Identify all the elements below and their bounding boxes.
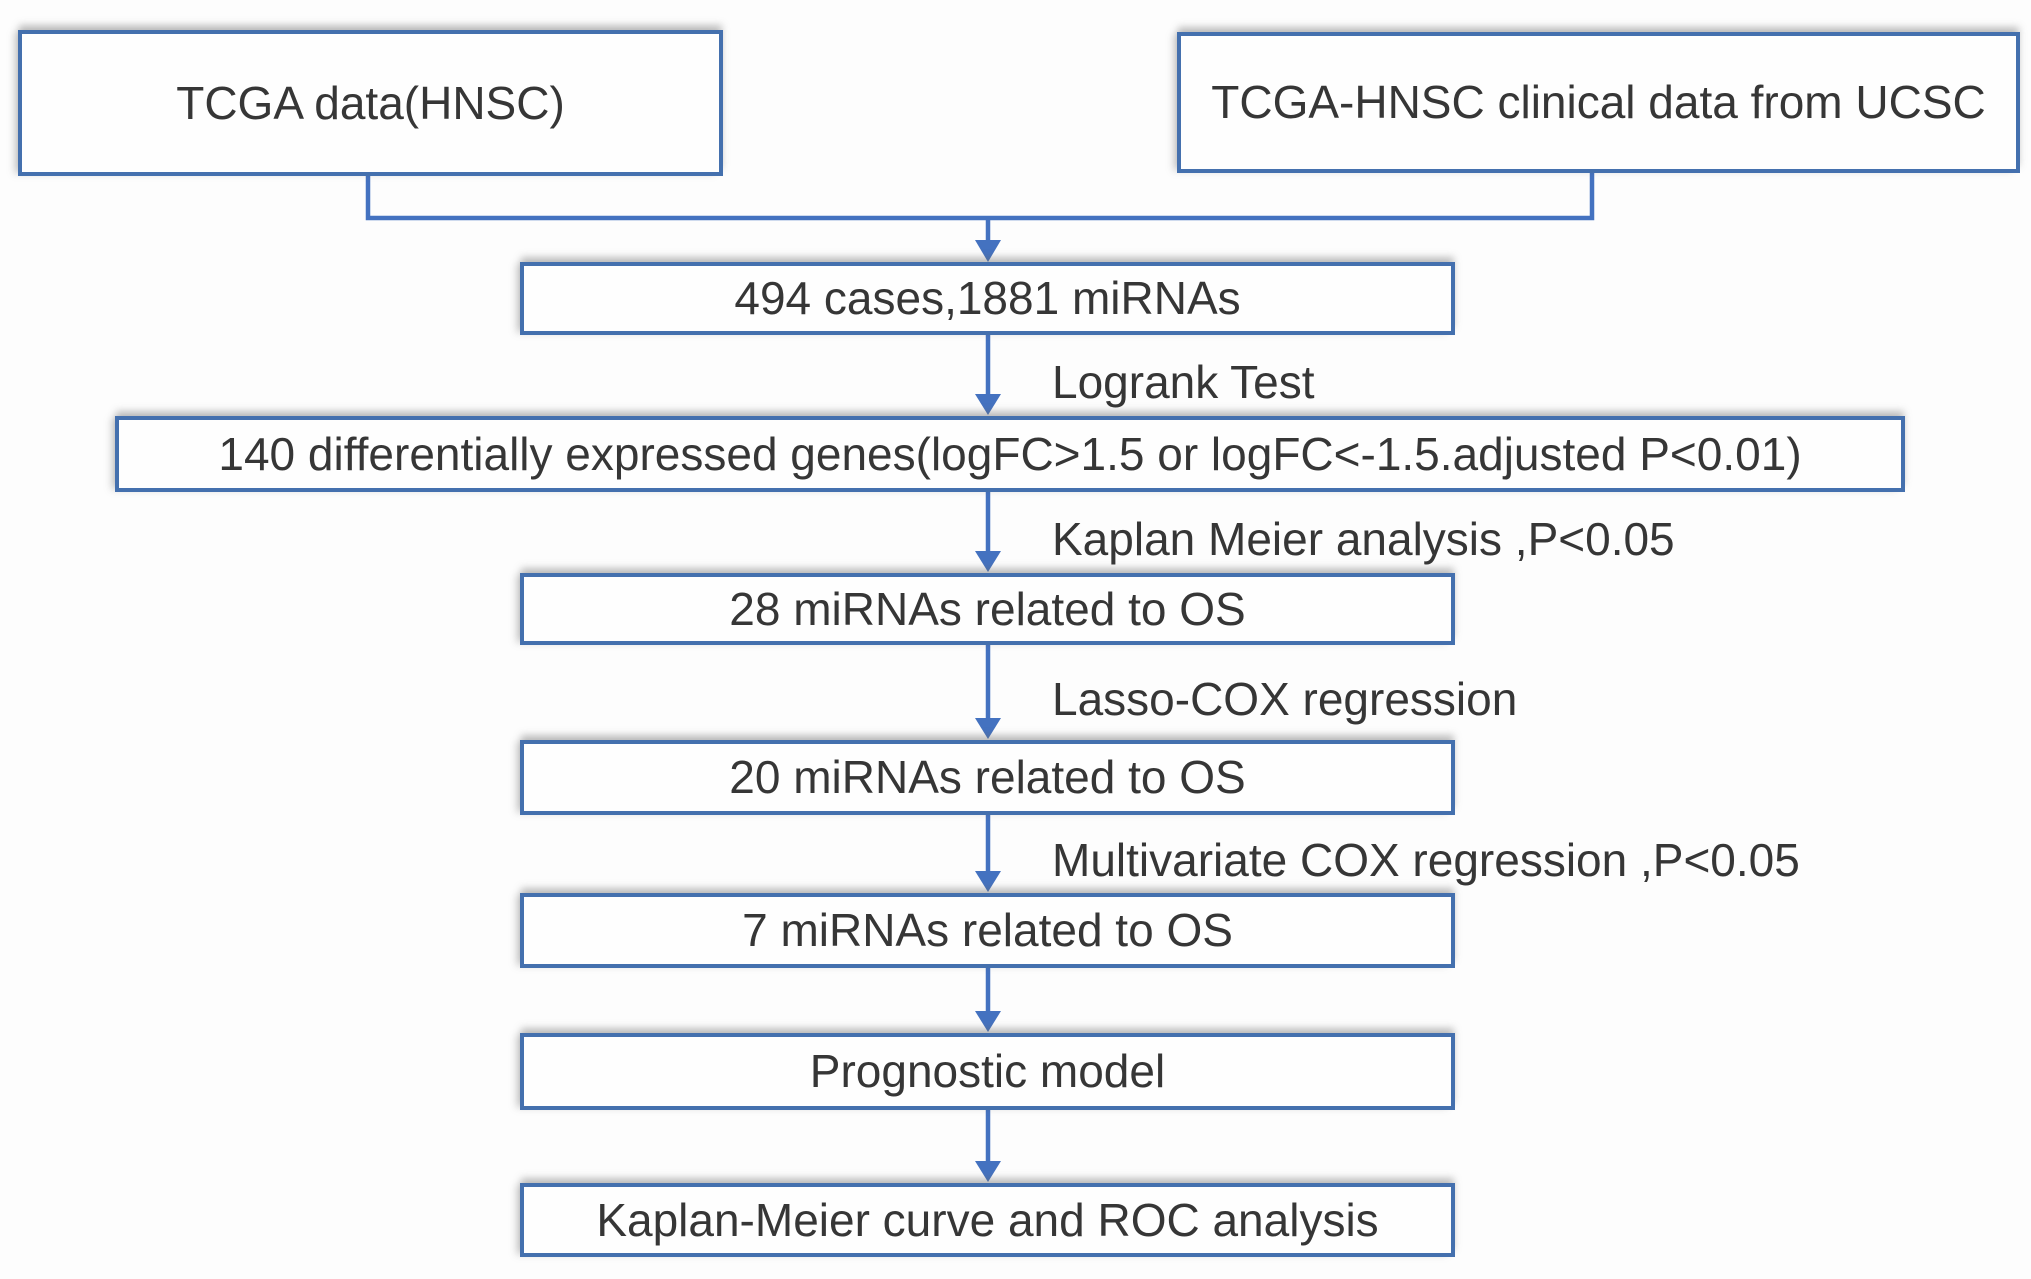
node-cases: 494 cases,1881 miRNAs: [520, 262, 1455, 335]
arrow-model-to-km-head: [975, 1161, 1001, 1182]
node-differentially-expressed-genes: 140 differentially expressed genes(logFC…: [115, 416, 1905, 492]
node-7-mirnas-label: 7 miRNAs related to OS: [742, 904, 1233, 957]
node-tcga-data-label: TCGA data(HNSC): [176, 76, 565, 129]
edge-label-lasso-cox-regression: Lasso-COX regression: [1052, 673, 1518, 725]
node-20-mirnas-label: 20 miRNAs related to OS: [729, 751, 1246, 804]
node-28-mirnas-label: 28 miRNAs related to OS: [729, 582, 1246, 635]
node-clinical-data: TCGA-HNSC clinical data from UCSC: [1177, 32, 2020, 173]
node-prognostic-model: Prognostic model: [520, 1033, 1455, 1110]
edge-label-multivariate-cox-regression: Multivariate COX regression ,P<0.05: [1052, 834, 1800, 886]
node-km-roc-analysis: Kaplan-Meier curve and ROC analysis: [520, 1183, 1455, 1257]
arrow-7-to-model-head: [975, 1011, 1001, 1032]
node-7-mirnas: 7 miRNAs related to OS: [520, 893, 1455, 968]
node-prognostic-model-label: Prognostic model: [809, 1045, 1166, 1098]
node-tcga-data: TCGA data(HNSC): [18, 30, 723, 176]
node-28-mirnas: 28 miRNAs related to OS: [520, 573, 1455, 645]
merge-connector-line: [365, 173, 1595, 221]
arrow-28-to-20-head: [975, 718, 1001, 739]
node-km-roc-analysis-label: Kaplan-Meier curve and ROC analysis: [596, 1193, 1379, 1246]
node-clinical-data-label: TCGA-HNSC clinical data from UCSC: [1211, 76, 1986, 129]
arrow-merge-to-cases-head: [975, 240, 1001, 262]
arrow-deg-to-28-head: [975, 551, 1001, 572]
edge-label-logrank-test: Logrank Test: [1052, 356, 1315, 408]
edge-label-kaplan-meier-analysis: Kaplan Meier analysis ,P<0.05: [1052, 513, 1675, 565]
node-cases-label: 494 cases,1881 miRNAs: [734, 272, 1241, 325]
node-20-mirnas: 20 miRNAs related to OS: [520, 740, 1455, 815]
arrow-cases-to-deg-head: [975, 394, 1001, 415]
node-differentially-expressed-genes-label: 140 differentially expressed genes(logFC…: [218, 427, 1802, 480]
arrow-20-to-7-head: [975, 871, 1001, 892]
